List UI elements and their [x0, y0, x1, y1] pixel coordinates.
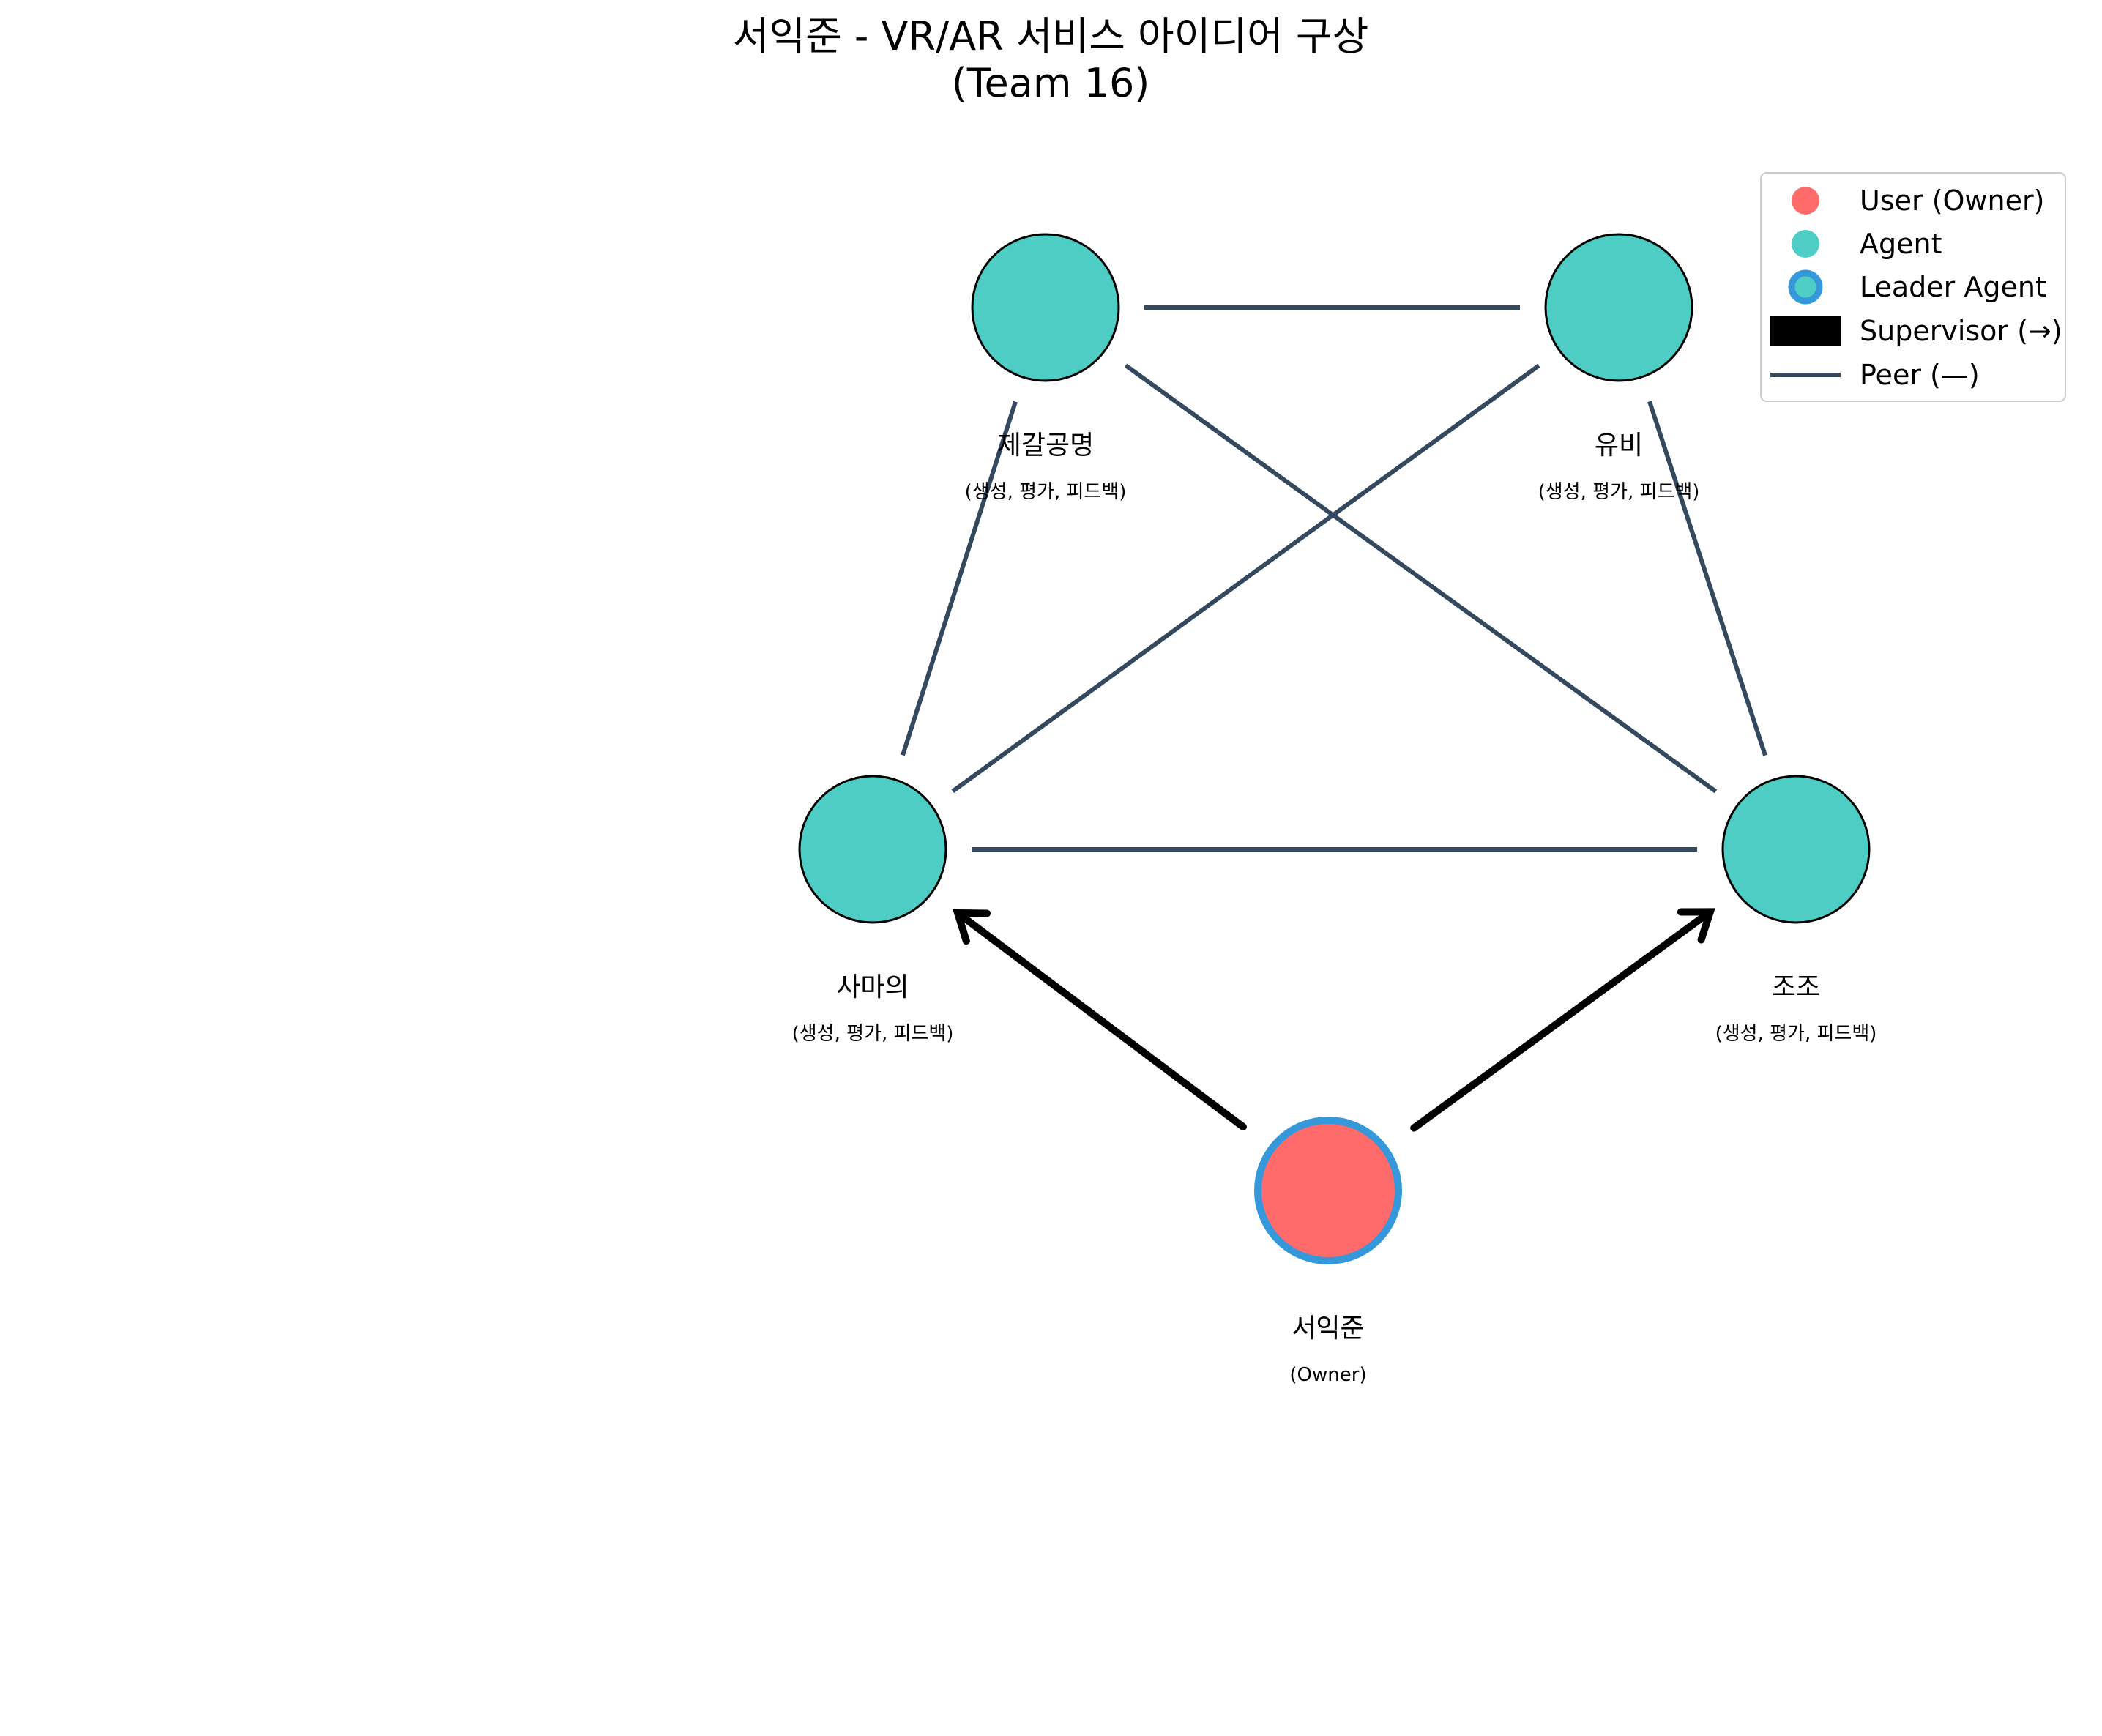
legend-leader-label: Leader Agent: [1860, 271, 2046, 303]
nodes-layer: 제갈공명 (생성, 평가, 피드백) 유비 (생성, 평가, 피드백) 사마의 (생성, …: [792, 233, 1877, 1386]
supervisor-arrowhead-samai: [953, 909, 991, 945]
node-sub-owner: (Owner): [1289, 1364, 1366, 1386]
peer-edge-yubi-jojo: [1647, 401, 1767, 756]
node-label-samai: 사마의: [836, 972, 909, 1002]
edges-layer: [901, 305, 1767, 1132]
node-circle-yubi: [1544, 233, 1693, 382]
node-circle-owner: [1254, 1117, 1402, 1264]
supervisor-edge-owner-jojo: [1410, 908, 1714, 1132]
legend-agent-label: Agent: [1860, 228, 1942, 260]
peer-edge-zhuge-jojo: [1124, 363, 1718, 794]
node-label-owner: 서익준: [1292, 1314, 1364, 1344]
node-sub-zhuge: (생성, 평가, 피드백): [965, 481, 1127, 503]
node-samai: 사마의 (생성, 평가, 피드백): [792, 775, 954, 1045]
node-owner: 서익준 (Owner): [1254, 1117, 1402, 1386]
node-jojo: 조조 (생성, 평가, 피드백): [1715, 775, 1877, 1045]
legend: User (Owner) Agent Leader Agent Supervis…: [1760, 172, 2066, 402]
legend-supervisor-label: Supervisor (→): [1860, 315, 2062, 347]
node-sub-samai: (생성, 평가, 피드백): [792, 1023, 954, 1045]
node-circle-jojo: [1721, 775, 1871, 924]
node-label-jojo: 조조: [1772, 972, 1820, 1002]
legend-agent-marker: [1792, 230, 1819, 258]
diagram-title-line2: (Team 16): [952, 60, 1150, 106]
legend-user-marker: [1792, 187, 1819, 215]
legend-user-label: User (Owner): [1860, 185, 2044, 217]
supervisor-arrowhead-jojo: [1677, 908, 1715, 944]
node-yubi: 유비 (생성, 평가, 피드백): [1538, 233, 1700, 503]
node-label-zhuge: 제갈공명: [997, 431, 1094, 461]
legend-leader-marker: [1788, 269, 1823, 305]
legend-peer-label: Peer (—): [1860, 359, 1980, 391]
node-sub-yubi: (생성, 평가, 피드백): [1538, 481, 1700, 503]
node-circle-samai: [798, 775, 947, 924]
diagram-title-line1: 서익준 - VR/AR 서비스 아이디어 구상: [733, 13, 1369, 59]
supervisor-edge-owner-samai: [954, 909, 1247, 1131]
node-zhuge: 제갈공명 (생성, 평가, 피드백): [965, 233, 1127, 503]
peer-edge-yubi-samai: [951, 363, 1540, 794]
peer-edge-zhuge-samai: [901, 401, 1018, 756]
node-circle-zhuge: [971, 233, 1120, 382]
node-label-yubi: 유비: [1595, 431, 1643, 461]
legend-supervisor-marker: [1770, 316, 1841, 346]
node-sub-jojo: (생성, 평가, 피드백): [1715, 1023, 1877, 1045]
